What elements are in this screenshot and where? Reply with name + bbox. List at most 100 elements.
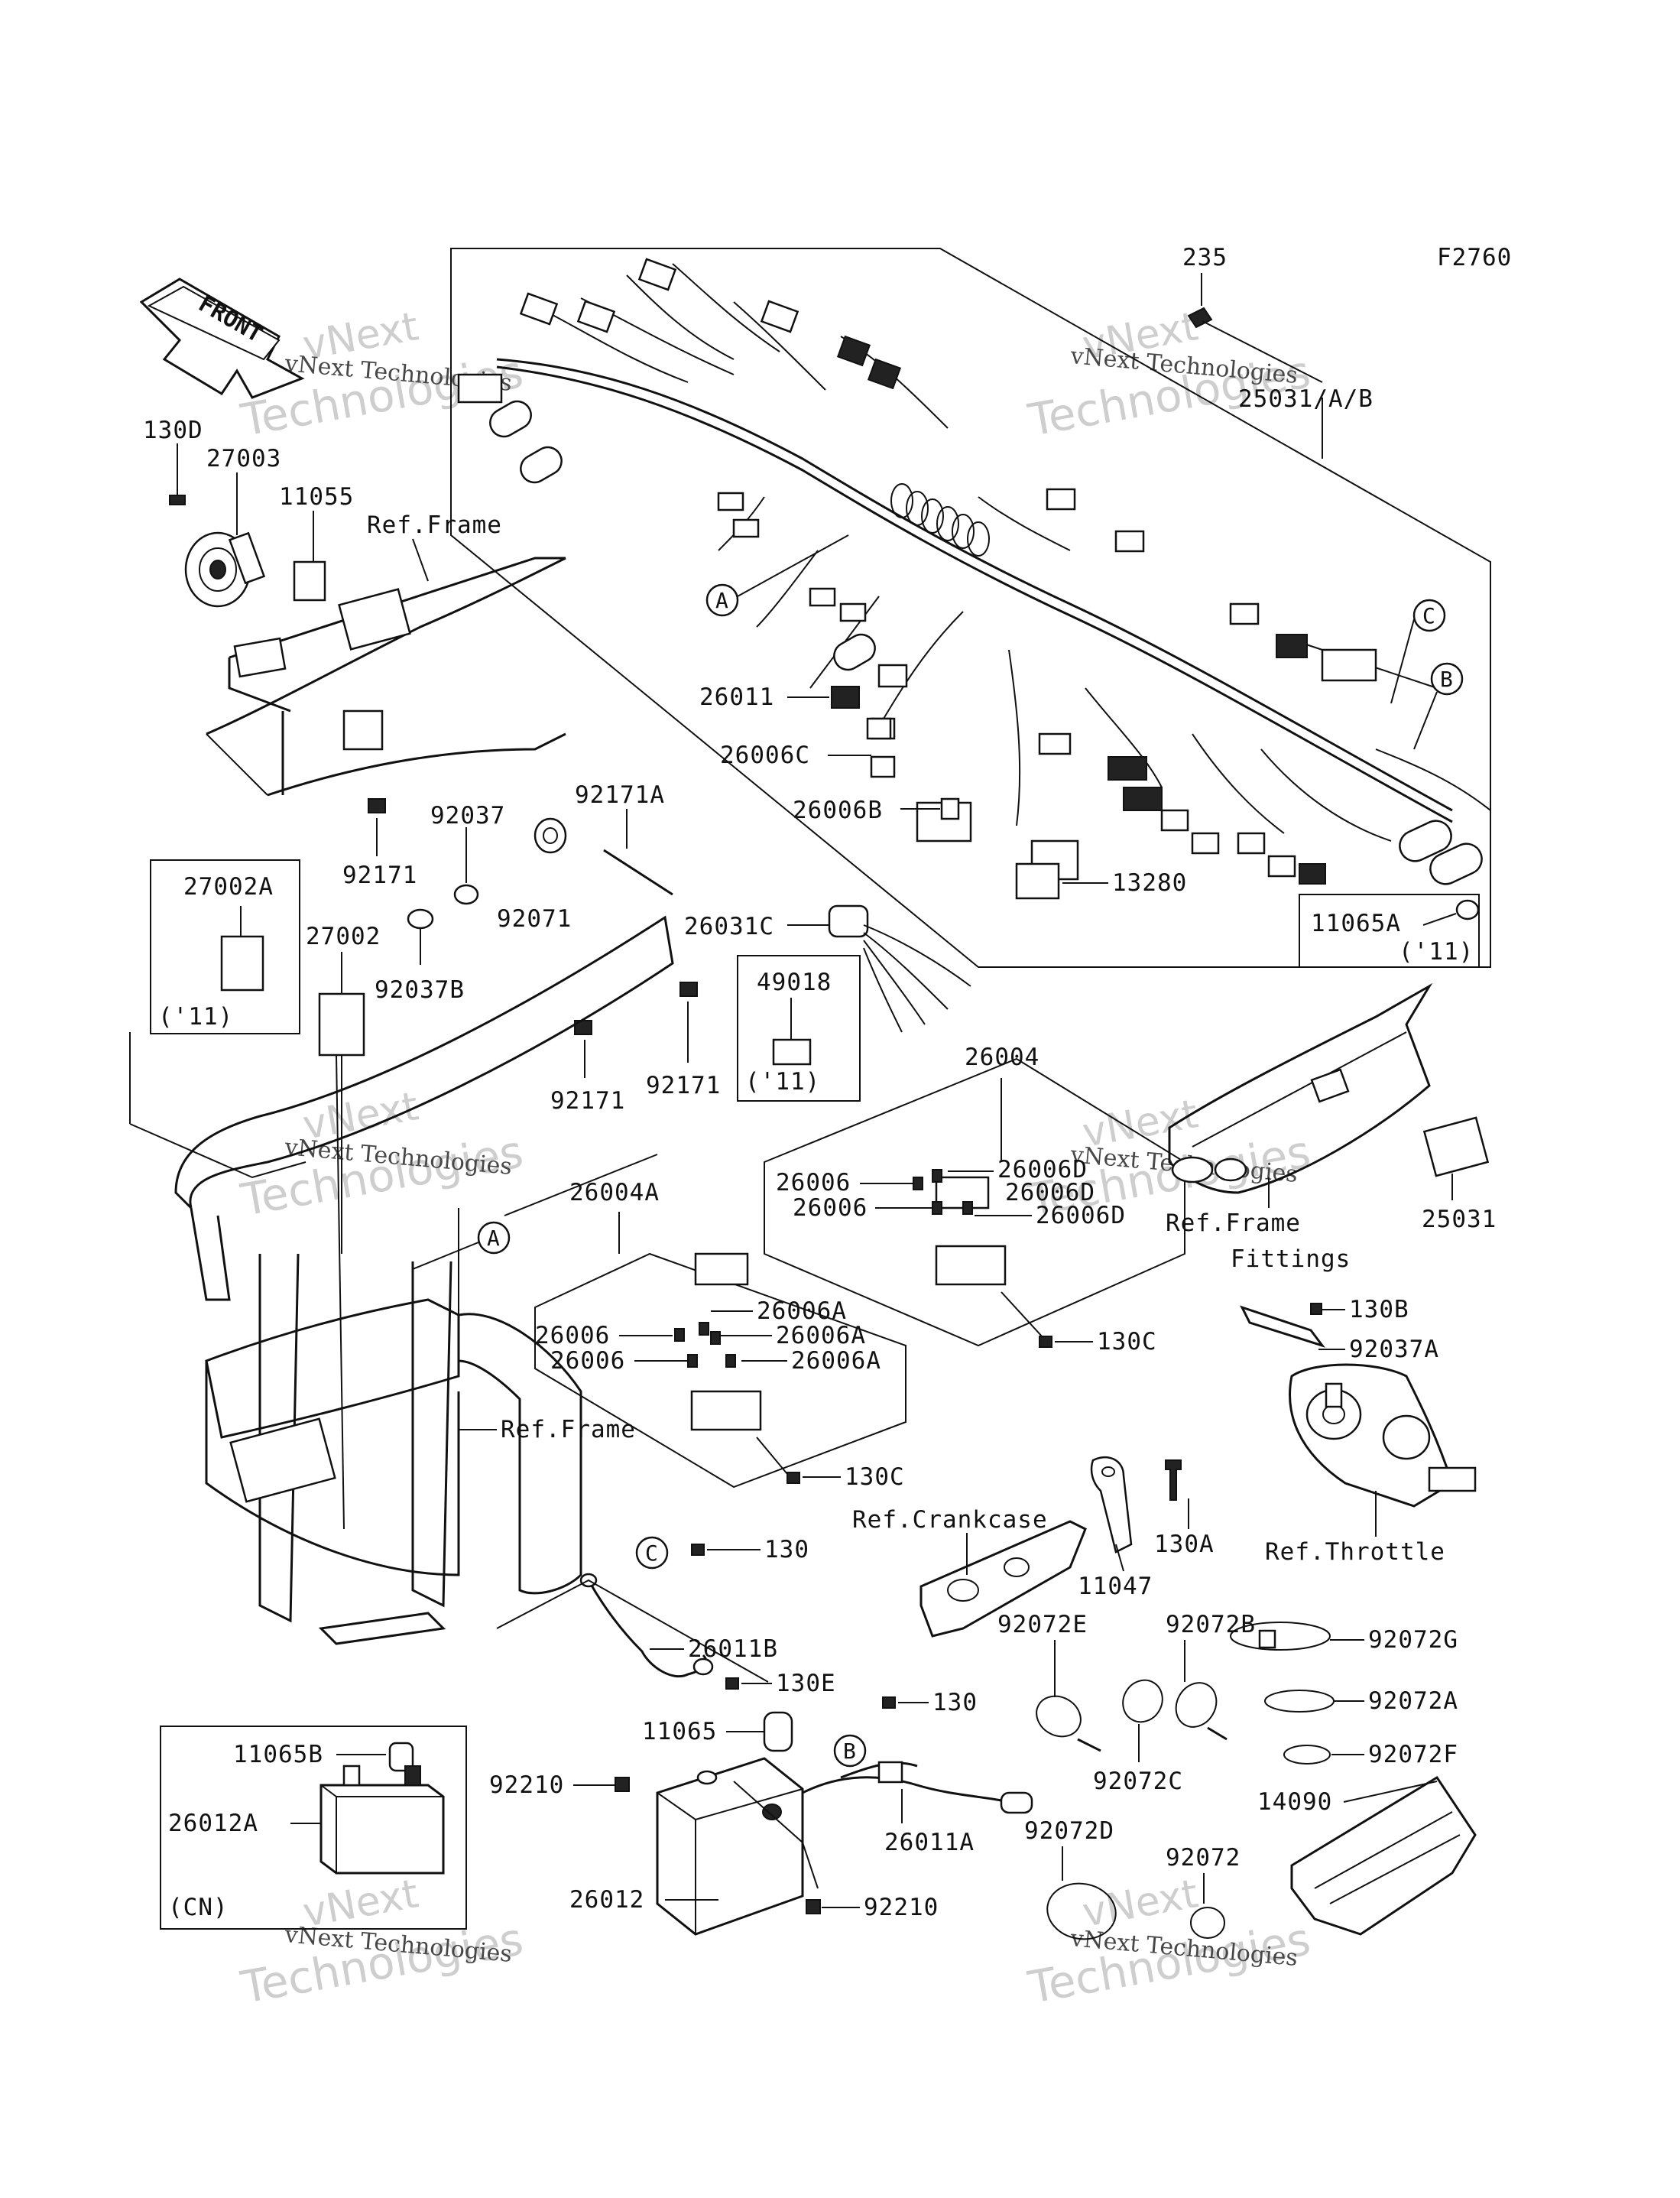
callout-C-2-text: C	[645, 1541, 658, 1566]
battery-26012	[656, 1757, 804, 1936]
harness-panel-outline	[450, 248, 1491, 968]
label-26011B: 26011B	[688, 1635, 778, 1663]
watermark-group: Technologies vNext vNext Technologies Te…	[237, 304, 1315, 2014]
label-11yr-3: ('11)	[745, 1068, 820, 1096]
label-130-b: 130	[932, 1689, 978, 1716]
label-26006-b: 26006	[793, 1194, 868, 1222]
label-ref-crankcase: Ref.Crankcase	[852, 1506, 1048, 1534]
label-ref-frame-2: Ref.Frame	[501, 1416, 636, 1443]
label-ref-throttle: Ref.Throttle	[1265, 1538, 1445, 1566]
label-26012: 26012	[569, 1886, 644, 1914]
label-26011A: 26011A	[884, 1829, 975, 1856]
label-11yr-2: ('11)	[158, 1003, 233, 1031]
callout-A-2	[477, 1221, 511, 1255]
sub-harness-26031C	[828, 904, 971, 1033]
label-27002A: 27002A	[183, 873, 274, 901]
label-26006A-2: 26006A	[776, 1322, 866, 1349]
front-arrow-icon: FRONT	[139, 278, 305, 399]
label-235: 235	[1182, 244, 1228, 271]
callout-B-1	[1430, 662, 1464, 696]
label-26031C: 26031C	[684, 913, 774, 940]
callout-A-2-text: A	[487, 1226, 500, 1251]
cover-14090	[1290, 1775, 1477, 1936]
harness-coil	[890, 483, 990, 557]
label-92072E: 92072E	[997, 1611, 1088, 1638]
crankcase-fragment	[919, 1520, 1087, 1638]
label-26006A-3: 26006A	[791, 1347, 881, 1375]
battery-26012A	[319, 1765, 445, 1875]
label-130C-2: 130C	[845, 1463, 905, 1491]
label-92071: 92071	[497, 905, 572, 933]
label-26004: 26004	[965, 1044, 1039, 1071]
callout-C-1-text: C	[1422, 603, 1435, 628]
label-25031AB: 25031/A/B	[1238, 385, 1374, 413]
frame-lower-left	[174, 915, 674, 1645]
diagram-code: F2760	[1437, 244, 1512, 271]
label-26004A: 26004A	[569, 1179, 660, 1206]
label-92037: 92037	[430, 802, 505, 830]
label-11065A: 11065A	[1311, 910, 1401, 937]
callout-B-1-text: B	[1440, 667, 1453, 692]
label-92037A: 92037A	[1349, 1336, 1439, 1363]
label-92072C: 92072C	[1093, 1768, 1183, 1795]
box-27002A	[150, 859, 300, 1034]
label-ref-frame-fittings-2: Fittings	[1231, 1245, 1351, 1273]
label-26006A-1: 26006A	[757, 1297, 847, 1325]
frame-fittings	[1168, 982, 1433, 1194]
label-92072: 92072	[1166, 1844, 1241, 1872]
callout-B-2-text: B	[843, 1739, 856, 1764]
label-92210-a: 92210	[489, 1771, 564, 1799]
label-130D: 130D	[143, 417, 203, 444]
label-cn: (CN)	[168, 1894, 229, 1921]
label-26006D-3: 26006D	[1036, 1202, 1126, 1229]
label-130: 130	[764, 1536, 809, 1563]
label-26006B: 26006B	[793, 797, 883, 824]
horn-assembly	[169, 495, 326, 608]
label-11065B: 11065B	[233, 1741, 323, 1768]
box-49018	[737, 955, 861, 1102]
label-92210-b: 92210	[864, 1894, 939, 1921]
label-27002: 27002	[306, 923, 381, 950]
frame-upper-left	[206, 557, 566, 797]
label-130A: 130A	[1154, 1531, 1215, 1558]
label-49018: 49018	[757, 969, 832, 996]
label-92072G: 92072G	[1368, 1626, 1458, 1654]
label-26012A: 26012A	[168, 1810, 258, 1837]
label-130C-1: 130C	[1097, 1328, 1157, 1355]
callout-B-2	[833, 1734, 867, 1768]
label-92171A: 92171A	[575, 781, 665, 809]
callout-A-1-text: A	[715, 588, 728, 613]
label-92037B: 92037B	[375, 976, 465, 1004]
label-92072D: 92072D	[1024, 1817, 1114, 1845]
label-11047: 11047	[1078, 1573, 1153, 1600]
label-26006-c: 26006	[535, 1322, 610, 1349]
label-13280: 13280	[1112, 869, 1187, 897]
label-26011: 26011	[699, 683, 774, 711]
callout-C-1	[1412, 599, 1446, 632]
label-92072A: 92072A	[1368, 1687, 1458, 1715]
label-ref-frame-fittings-1: Ref.Frame	[1166, 1209, 1301, 1237]
box-11065A	[1299, 894, 1480, 968]
label-26006D-1: 26006D	[997, 1156, 1088, 1183]
callout-C-2	[635, 1536, 669, 1570]
label-92072B: 92072B	[1166, 1611, 1256, 1638]
label-26006C: 26006C	[720, 742, 810, 769]
label-27003: 27003	[206, 445, 281, 472]
label-92171-a: 92171	[342, 862, 417, 889]
label-130E: 130E	[776, 1670, 836, 1697]
box-26004A	[534, 1252, 906, 1489]
label-11055: 11055	[279, 483, 354, 511]
label-14090: 14090	[1257, 1788, 1332, 1816]
label-92072F: 92072F	[1368, 1741, 1458, 1768]
label-11yr-1: ('11)	[1399, 938, 1474, 966]
label-25031: 25031	[1422, 1206, 1497, 1233]
label-11065: 11065	[642, 1718, 717, 1745]
box-cn-battery	[160, 1726, 467, 1930]
label-26006-a: 26006	[776, 1169, 851, 1196]
label-ref-frame-1: Ref.Frame	[367, 511, 502, 539]
label-26006-d: 26006	[550, 1347, 625, 1375]
label-92171-c: 92171	[550, 1087, 625, 1115]
watermark-big2-6: vNext	[1079, 1871, 1202, 1936]
label-26006D-2: 26006D	[1005, 1179, 1095, 1206]
